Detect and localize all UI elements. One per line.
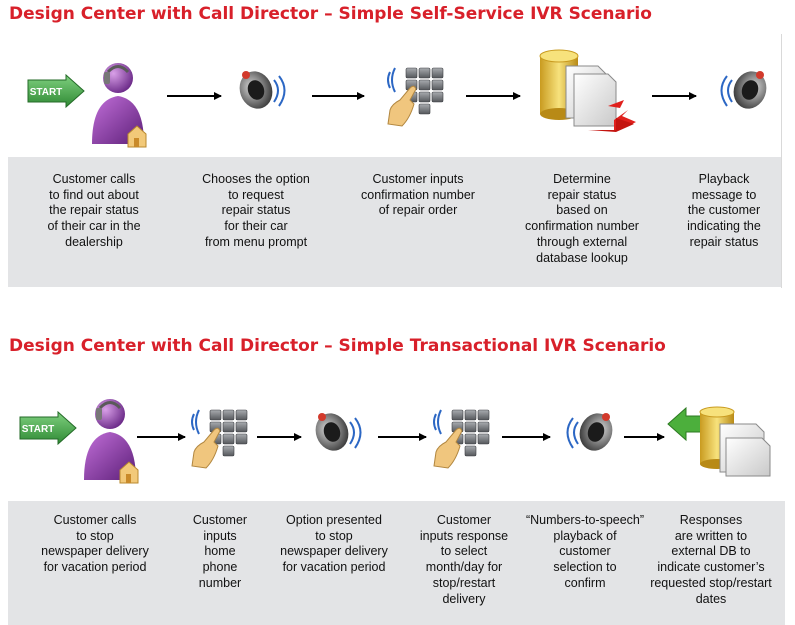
caption-panel	[8, 157, 781, 287]
step-caption: Playback message to the customer indicat…	[687, 172, 761, 249]
start-arrow-icon: START	[19, 411, 77, 445]
caller-person-icon	[92, 63, 147, 148]
keypad-icon	[433, 409, 490, 469]
flow-arrow	[167, 92, 222, 100]
database-lookup-icon	[539, 49, 636, 132]
speaker-icon	[315, 413, 362, 451]
flow-arrow	[466, 92, 521, 100]
caller-person-icon	[84, 399, 139, 484]
scenario2-title: Design Center with Call Director – Simpl…	[9, 336, 666, 356]
keypad-icon	[191, 409, 248, 469]
step-caption: Option presented to stop newspaper deliv…	[280, 513, 388, 575]
scenario1-title: Design Center with Call Director – Simpl…	[9, 4, 652, 24]
speaker-icon	[239, 71, 286, 109]
speaker-icon	[720, 71, 767, 109]
step-caption: “Numbers-to-speech” playback of customer…	[525, 513, 645, 590]
step-caption: Customer calls to find out about the rep…	[47, 172, 141, 249]
speaker-icon	[566, 413, 613, 451]
step-caption: Customer calls to stop newspaper deliver…	[41, 513, 149, 575]
step-caption: Determine repair status based on confirm…	[525, 172, 639, 265]
flow-arrow	[137, 433, 186, 441]
flow-arrow	[652, 92, 697, 100]
step-caption: Customer inputs home phone number	[192, 513, 248, 590]
database-write-icon	[667, 406, 771, 477]
flow-arrow	[257, 433, 302, 441]
flow-arrow	[502, 433, 551, 441]
step-caption: Customer inputs confirmation number of r…	[361, 172, 475, 218]
flow-arrow	[378, 433, 427, 441]
start-label: START	[22, 424, 55, 435]
flow-arrow	[624, 433, 665, 441]
start-label: START	[30, 87, 63, 98]
flow-arrow	[312, 92, 365, 100]
step-caption: Chooses the option to request repair sta…	[202, 172, 310, 249]
keypad-icon	[387, 67, 444, 127]
step-caption: Customer inputs response to select month…	[419, 513, 509, 606]
start-arrow-icon: START	[27, 74, 85, 108]
divider-line	[781, 34, 782, 288]
caption-panel	[8, 501, 785, 625]
step-caption: Responses are written to external DB to …	[650, 513, 772, 606]
